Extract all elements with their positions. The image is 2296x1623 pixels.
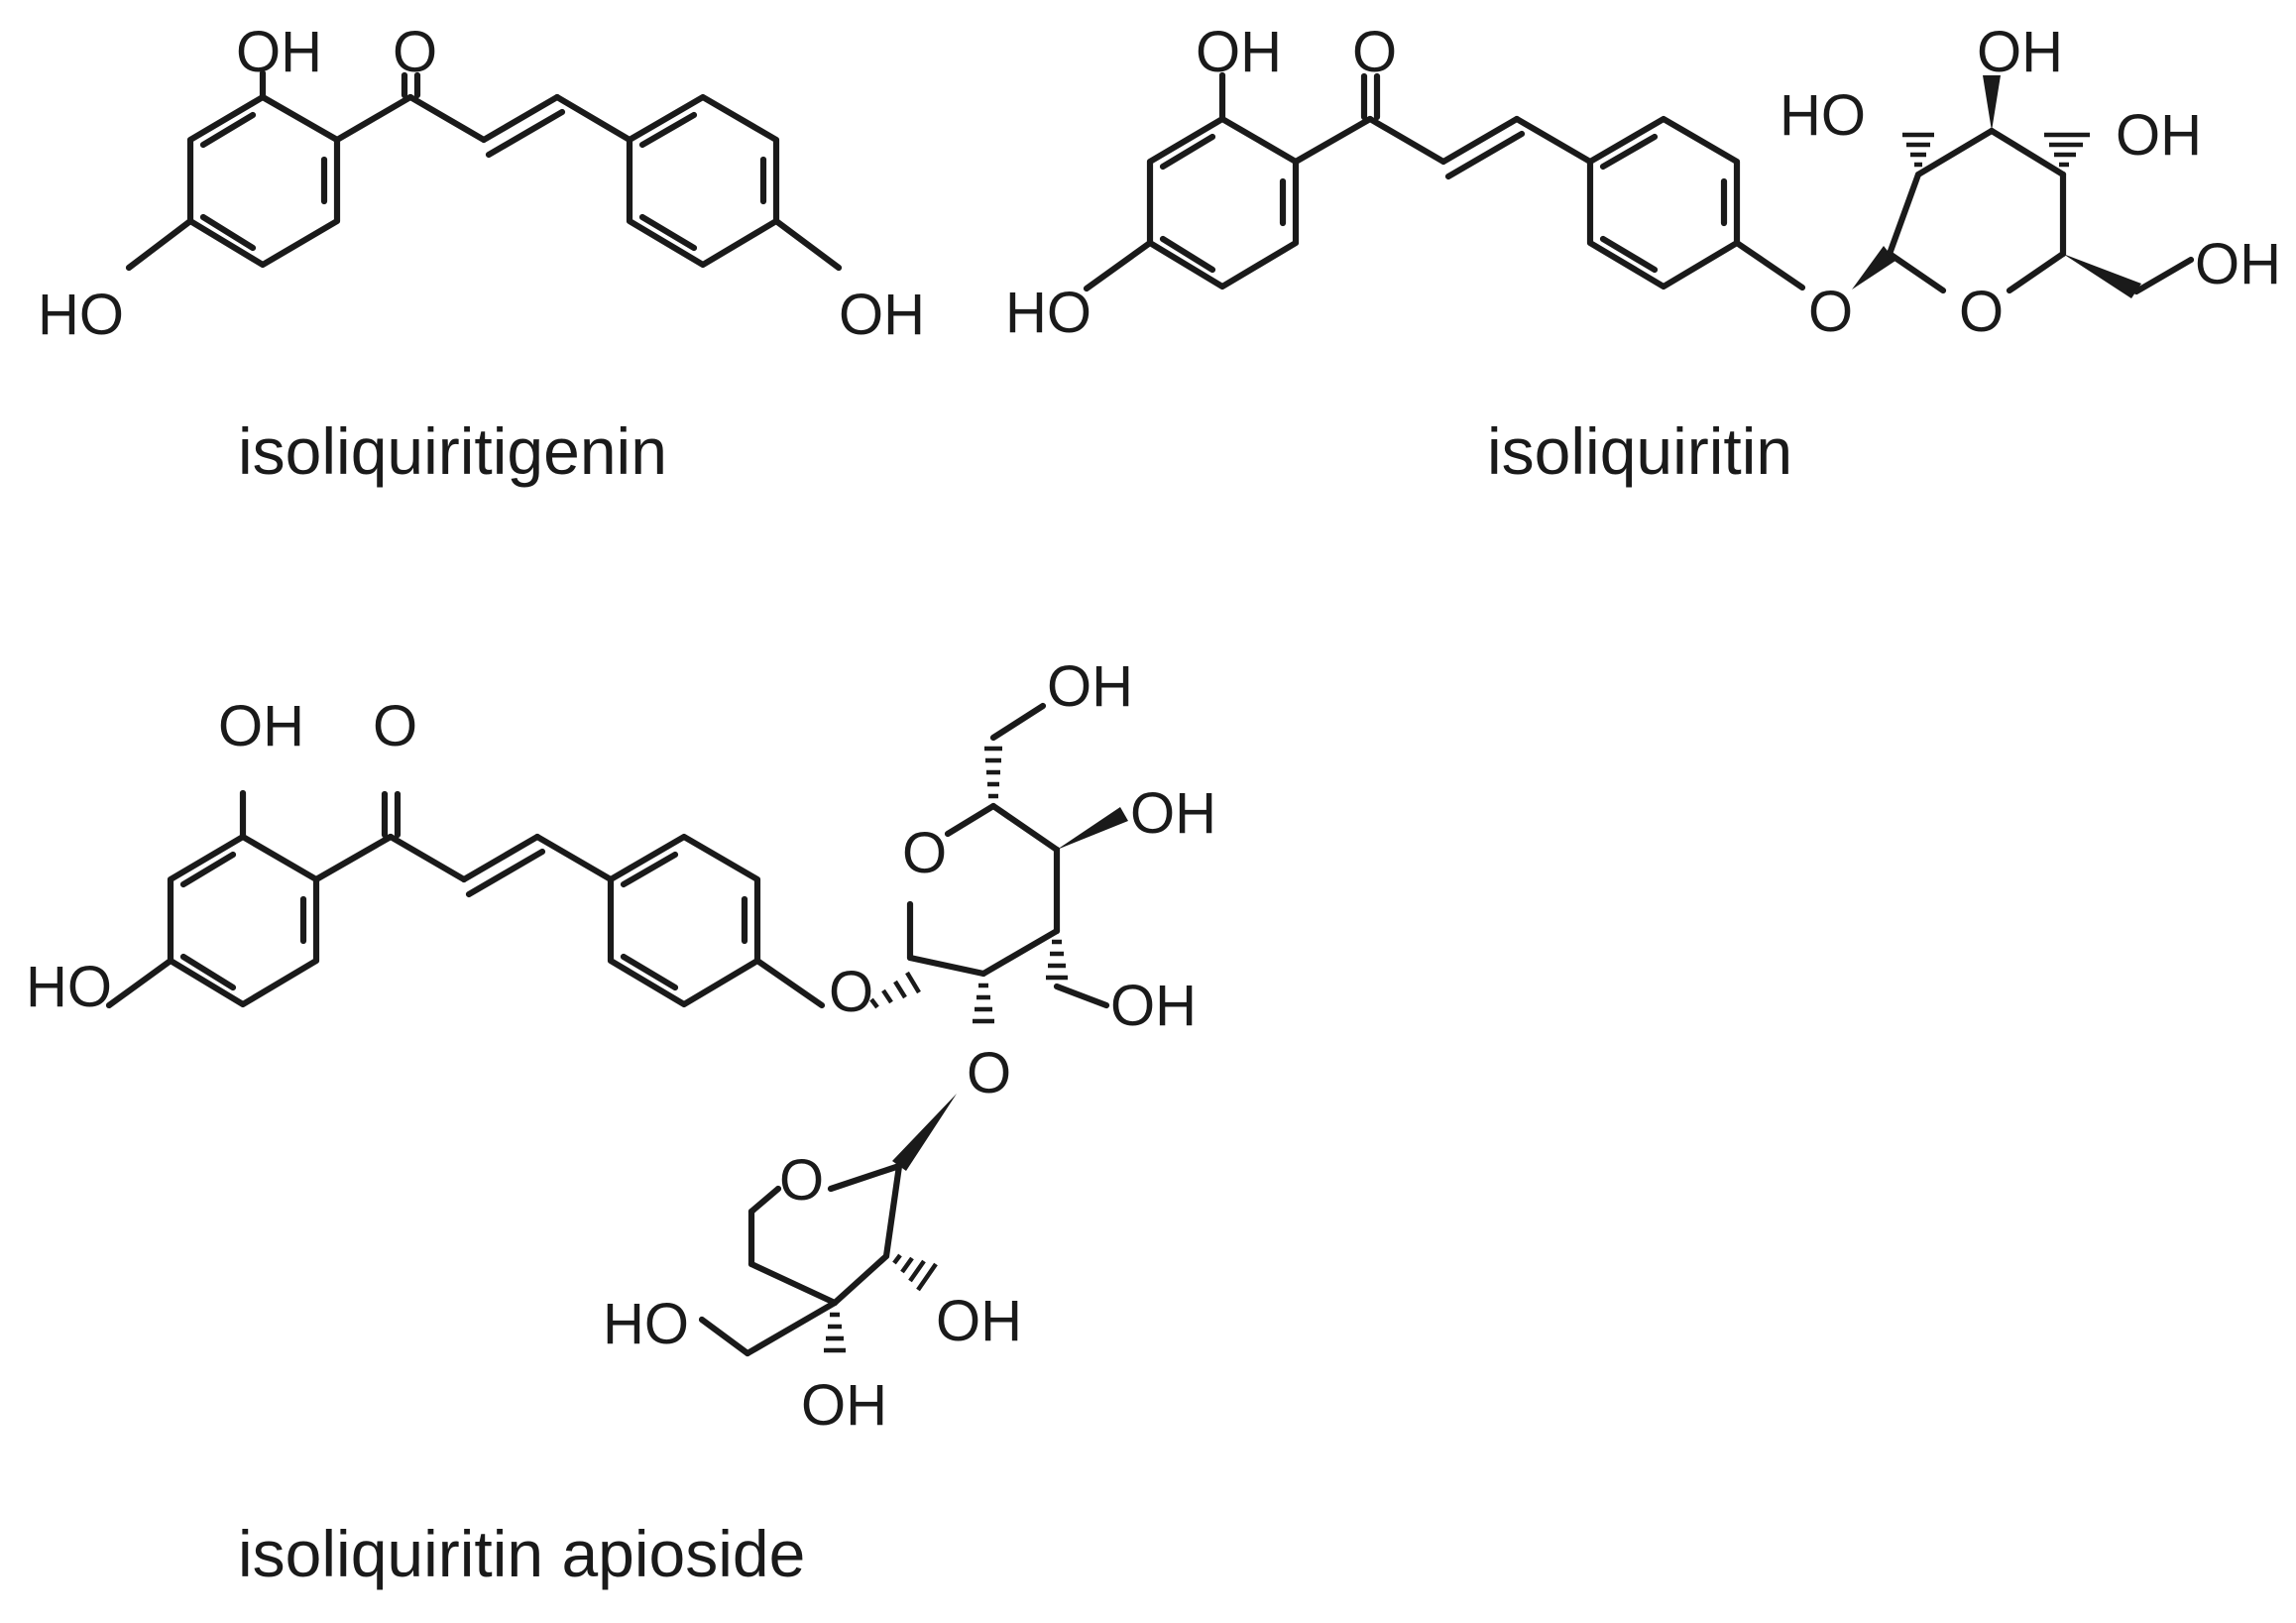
atom-oh: OH	[2116, 103, 2202, 168]
atom-o: O	[829, 960, 873, 1024]
atom-ho: HO	[26, 955, 112, 1019]
atom-oh: OH	[1196, 20, 1282, 84]
atom-oh: OH	[236, 20, 322, 84]
structure-isoliquiritin-apioside: OH O HO O O OH OH OH O O HO OH OH isoliq…	[26, 654, 1216, 1590]
atom-oh: OH	[1130, 781, 1216, 846]
atom-oh: OH	[1110, 974, 1197, 1038]
atom-o: O	[902, 821, 947, 885]
compound-name: isoliquiritin apioside	[238, 1517, 805, 1590]
atom-oh: OH	[218, 694, 304, 758]
atom-o: O	[1959, 280, 2004, 344]
structure-isoliquiritigenin: OH O HO OH isoliquiritigenin	[38, 20, 925, 488]
atom-o: O	[779, 1148, 824, 1213]
atom-ho: HO	[603, 1292, 689, 1356]
atom-oh: OH	[801, 1373, 887, 1438]
atom-oh: OH	[1047, 654, 1133, 719]
atom-oh: OH	[839, 283, 925, 347]
compound-name: isoliquiritigenin	[238, 414, 667, 488]
atom-ho: HO	[1779, 83, 1866, 148]
atom-o: O	[393, 20, 437, 84]
atom-oh: OH	[1977, 20, 2063, 84]
atom-oh: OH	[2195, 232, 2281, 296]
atom-o: O	[373, 694, 417, 758]
atom-o: O	[1808, 280, 1853, 344]
atom-ho: HO	[1005, 281, 1091, 345]
compound-name: isoliquiritin	[1487, 414, 1792, 488]
structure-isoliquiritin: OH O HO O O HO OH OH OH isoliquiritin	[1005, 20, 2281, 488]
atom-oh: OH	[936, 1289, 1022, 1353]
atom-ho: HO	[38, 283, 124, 347]
atom-o: O	[1352, 20, 1397, 84]
atom-o: O	[967, 1041, 1011, 1105]
